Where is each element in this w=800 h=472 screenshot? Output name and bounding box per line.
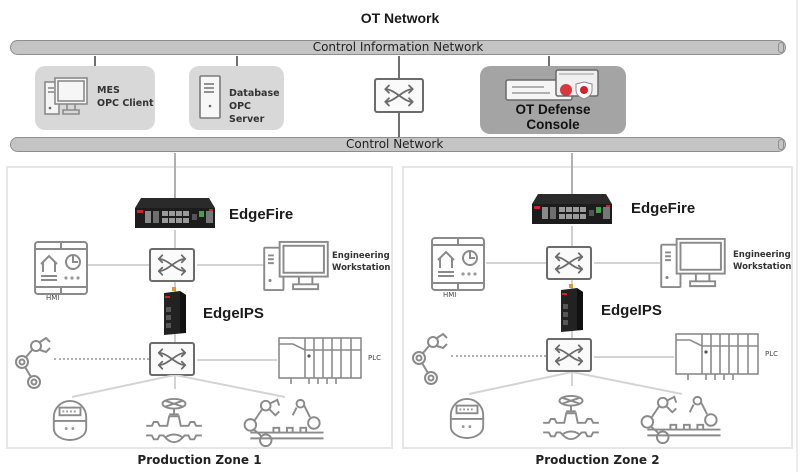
assembly-line-icon[interactable] <box>240 396 330 448</box>
zone2-hmi-link <box>486 262 548 264</box>
bus-end-cap <box>778 42 784 53</box>
workstation-label-line2: Workstation <box>733 262 792 272</box>
link-core-switch-up <box>398 56 400 78</box>
zone1-ws-link <box>197 264 265 266</box>
link-core-switch-down <box>398 113 400 137</box>
robot-arm-icon[interactable] <box>409 332 453 386</box>
zone1-uplink <box>174 153 176 199</box>
workstation-label-line1: Engineering <box>733 250 791 260</box>
zone2-fw-switch-link <box>571 226 573 246</box>
edgefire-label: EdgeFire <box>229 206 294 223</box>
meter-icon[interactable] <box>50 398 90 442</box>
hmi-label: HMI <box>46 294 60 302</box>
hmi-icon[interactable] <box>33 240 89 296</box>
zone-2-title: Production Zone 2 <box>535 453 660 467</box>
database-subtitle: OPC Server <box>229 101 265 125</box>
link-database <box>236 56 238 67</box>
zone1-upper-switch[interactable] <box>149 248 195 282</box>
switch-arrows-icon <box>548 248 590 278</box>
engineering-workstation-icon[interactable] <box>659 237 727 289</box>
zone1-robot-link <box>54 358 149 360</box>
zone1-field-links <box>71 375 286 398</box>
security-console-icon <box>504 68 604 102</box>
edgefire-device-icon[interactable] <box>133 196 217 230</box>
production-zone-1 <box>6 166 393 449</box>
link-console <box>548 56 550 66</box>
workstation-label-line2: Workstation <box>332 263 391 273</box>
mes-label: MES <box>97 85 120 96</box>
switch-arrows-icon <box>548 340 590 370</box>
edgefire-label: EdgeFire <box>631 200 696 217</box>
plc-label: PLC <box>765 350 779 358</box>
bus-end-cap <box>778 139 784 150</box>
workstation-label-line1: Engineering <box>332 251 390 261</box>
zone-1-title: Production Zone 1 <box>137 453 262 467</box>
zone2-lower-switch[interactable] <box>546 338 592 372</box>
mes-opc-client-node[interactable]: MES OPC Client <box>35 66 155 130</box>
valve-icon[interactable] <box>541 394 601 444</box>
zone1-fw-switch-link <box>174 230 176 248</box>
console-label-line2: Console <box>526 117 580 132</box>
zone2-robot-link <box>451 355 546 357</box>
bus-label: Control Network <box>346 137 444 151</box>
zone2-uplink <box>571 153 573 195</box>
engineering-workstation-icon[interactable] <box>262 240 330 292</box>
plc-label: PLC <box>368 354 382 362</box>
bus-label: Control Information Network <box>312 40 484 54</box>
frame-border <box>796 0 798 472</box>
link-mes <box>94 56 96 67</box>
ot-defense-console-node[interactable]: OT Defense Console <box>480 66 626 134</box>
meter-icon[interactable] <box>447 396 487 440</box>
zone2-ws-link <box>594 262 660 264</box>
hmi-label: HMI <box>443 291 457 299</box>
zone1-hmi-link <box>88 264 150 266</box>
switch-arrows-icon <box>376 80 422 111</box>
zone2-field-links <box>468 372 683 395</box>
robot-arm-icon[interactable] <box>12 336 56 390</box>
control-network-bus: Control Network <box>10 137 786 152</box>
edgeips-device-icon[interactable] <box>555 284 585 334</box>
zone1-lower-switch[interactable] <box>149 342 195 376</box>
edgefire-device-icon[interactable] <box>530 192 614 226</box>
edgeips-label: EdgeIPS <box>203 305 264 322</box>
server-tower-icon <box>198 74 222 120</box>
switch-arrows-icon <box>151 250 193 280</box>
mes-subtitle: OPC Client <box>97 98 154 109</box>
edgeips-device-icon[interactable] <box>158 287 188 337</box>
diagram-title: OT Network <box>360 10 440 26</box>
database-label: Database <box>229 88 280 99</box>
zone1-plc-link <box>197 359 277 361</box>
desktop-computer-icon <box>43 76 89 118</box>
switch-arrows-icon <box>151 344 193 374</box>
edgeips-label: EdgeIPS <box>601 302 662 319</box>
valve-icon[interactable] <box>144 397 204 447</box>
assembly-line-icon[interactable] <box>637 393 727 445</box>
database-opc-server-node[interactable]: Database OPC Server <box>189 66 284 130</box>
zone2-plc-link <box>594 356 674 358</box>
control-information-network-bus: Control Information Network <box>10 40 786 55</box>
zone2-upper-switch[interactable] <box>546 246 592 280</box>
production-zone-2 <box>402 166 793 449</box>
core-network-switch[interactable] <box>374 78 424 113</box>
console-label-line1: OT Defense <box>515 102 591 117</box>
hmi-icon[interactable] <box>430 236 486 292</box>
